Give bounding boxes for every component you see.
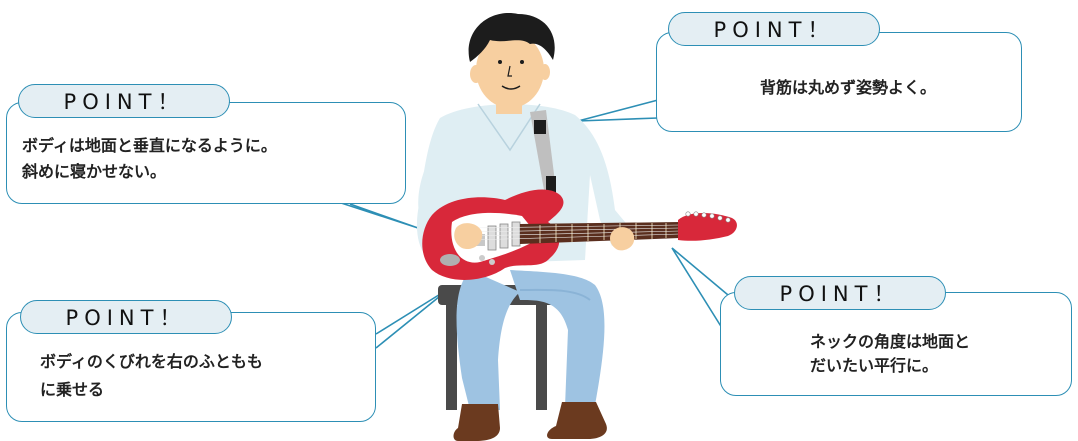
jeans <box>456 270 605 410</box>
point-label: POINT！ <box>18 84 230 118</box>
callout-text-line: 斜めに寝かせない。 <box>22 162 167 181</box>
callout-box <box>656 32 1022 132</box>
guitar-strap <box>530 110 556 198</box>
point-label: POINT！ <box>668 12 880 46</box>
hands <box>454 223 635 251</box>
callout-text-line: ボディのくびれを右のふともも <box>40 352 263 371</box>
leader-neck <box>671 247 735 329</box>
callout-text-line: だいたい平行に。 <box>810 356 939 375</box>
head <box>468 13 555 108</box>
callout-text-line: に乗せる <box>40 380 105 399</box>
callout-text-line: ボディは地面と垂直になるように。 <box>22 136 277 155</box>
shoes <box>453 402 607 441</box>
point-label: POINT！ <box>20 300 232 334</box>
callout-text-line: 背筋は丸めず姿勢よく。 <box>760 78 937 97</box>
leader-back <box>577 99 659 122</box>
point-label: POINT！ <box>734 276 946 310</box>
callout-text-line: ネックの角度は地面と <box>810 332 971 351</box>
leader-body <box>331 199 419 229</box>
